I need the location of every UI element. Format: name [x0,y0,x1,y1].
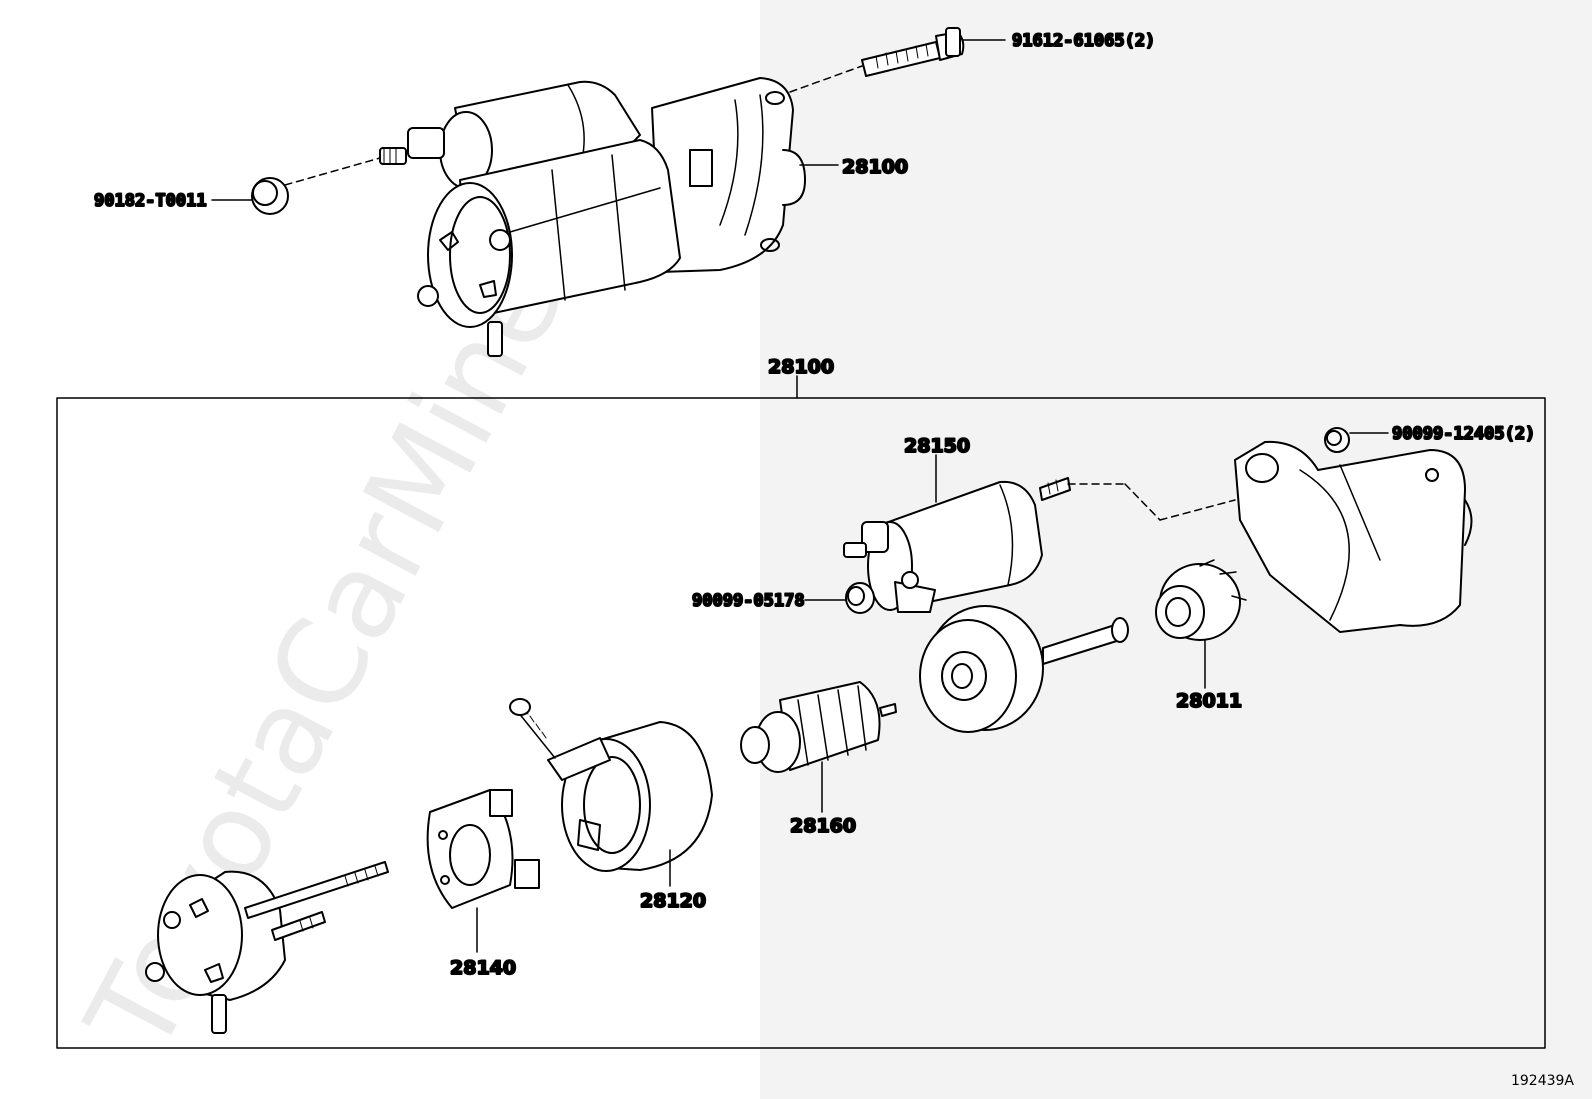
end-frame-illustration [145,861,389,1034]
brush-holder-illustration [426,789,540,909]
starter-clutch-illustration [1155,559,1247,641]
label-brush-holder: 28140 [450,957,516,979]
label-plug-nut: 90182-T0011 [94,191,207,211]
solenoid-illustration [843,477,1071,613]
label-yoke: 28120 [640,890,706,912]
group-leader-lines [476,432,1389,953]
label-starter-assy-top: 28100 [842,156,908,178]
flange-bolt-illustration [861,27,965,77]
label-bolt: 91612-61065(2) [1012,31,1155,51]
label-solenoid: 28150 [904,435,970,457]
label-clutch: 28011 [1176,690,1242,712]
plug-nut-illustration [251,177,289,215]
top-leader-lines [211,39,1006,399]
nut-05178-illustration [845,582,875,614]
yoke-illustration [509,698,713,872]
label-starter-assy-group: 28100 [768,356,834,378]
diagram-id: 192439A [1510,1073,1574,1089]
label-nut-left: 90099-05178 [692,591,805,611]
nut-12405-illustration [1324,427,1350,453]
exploded-view-frame [56,397,1546,1049]
armature-illustration [740,681,897,773]
label-nut-right: 90099-12405(2) [1392,424,1535,444]
starter-housing-illustration [1234,440,1473,633]
label-armature: 28160 [790,815,856,837]
drive-pinion-illustration [919,605,1129,733]
starter-assembly-illustration [379,77,806,357]
